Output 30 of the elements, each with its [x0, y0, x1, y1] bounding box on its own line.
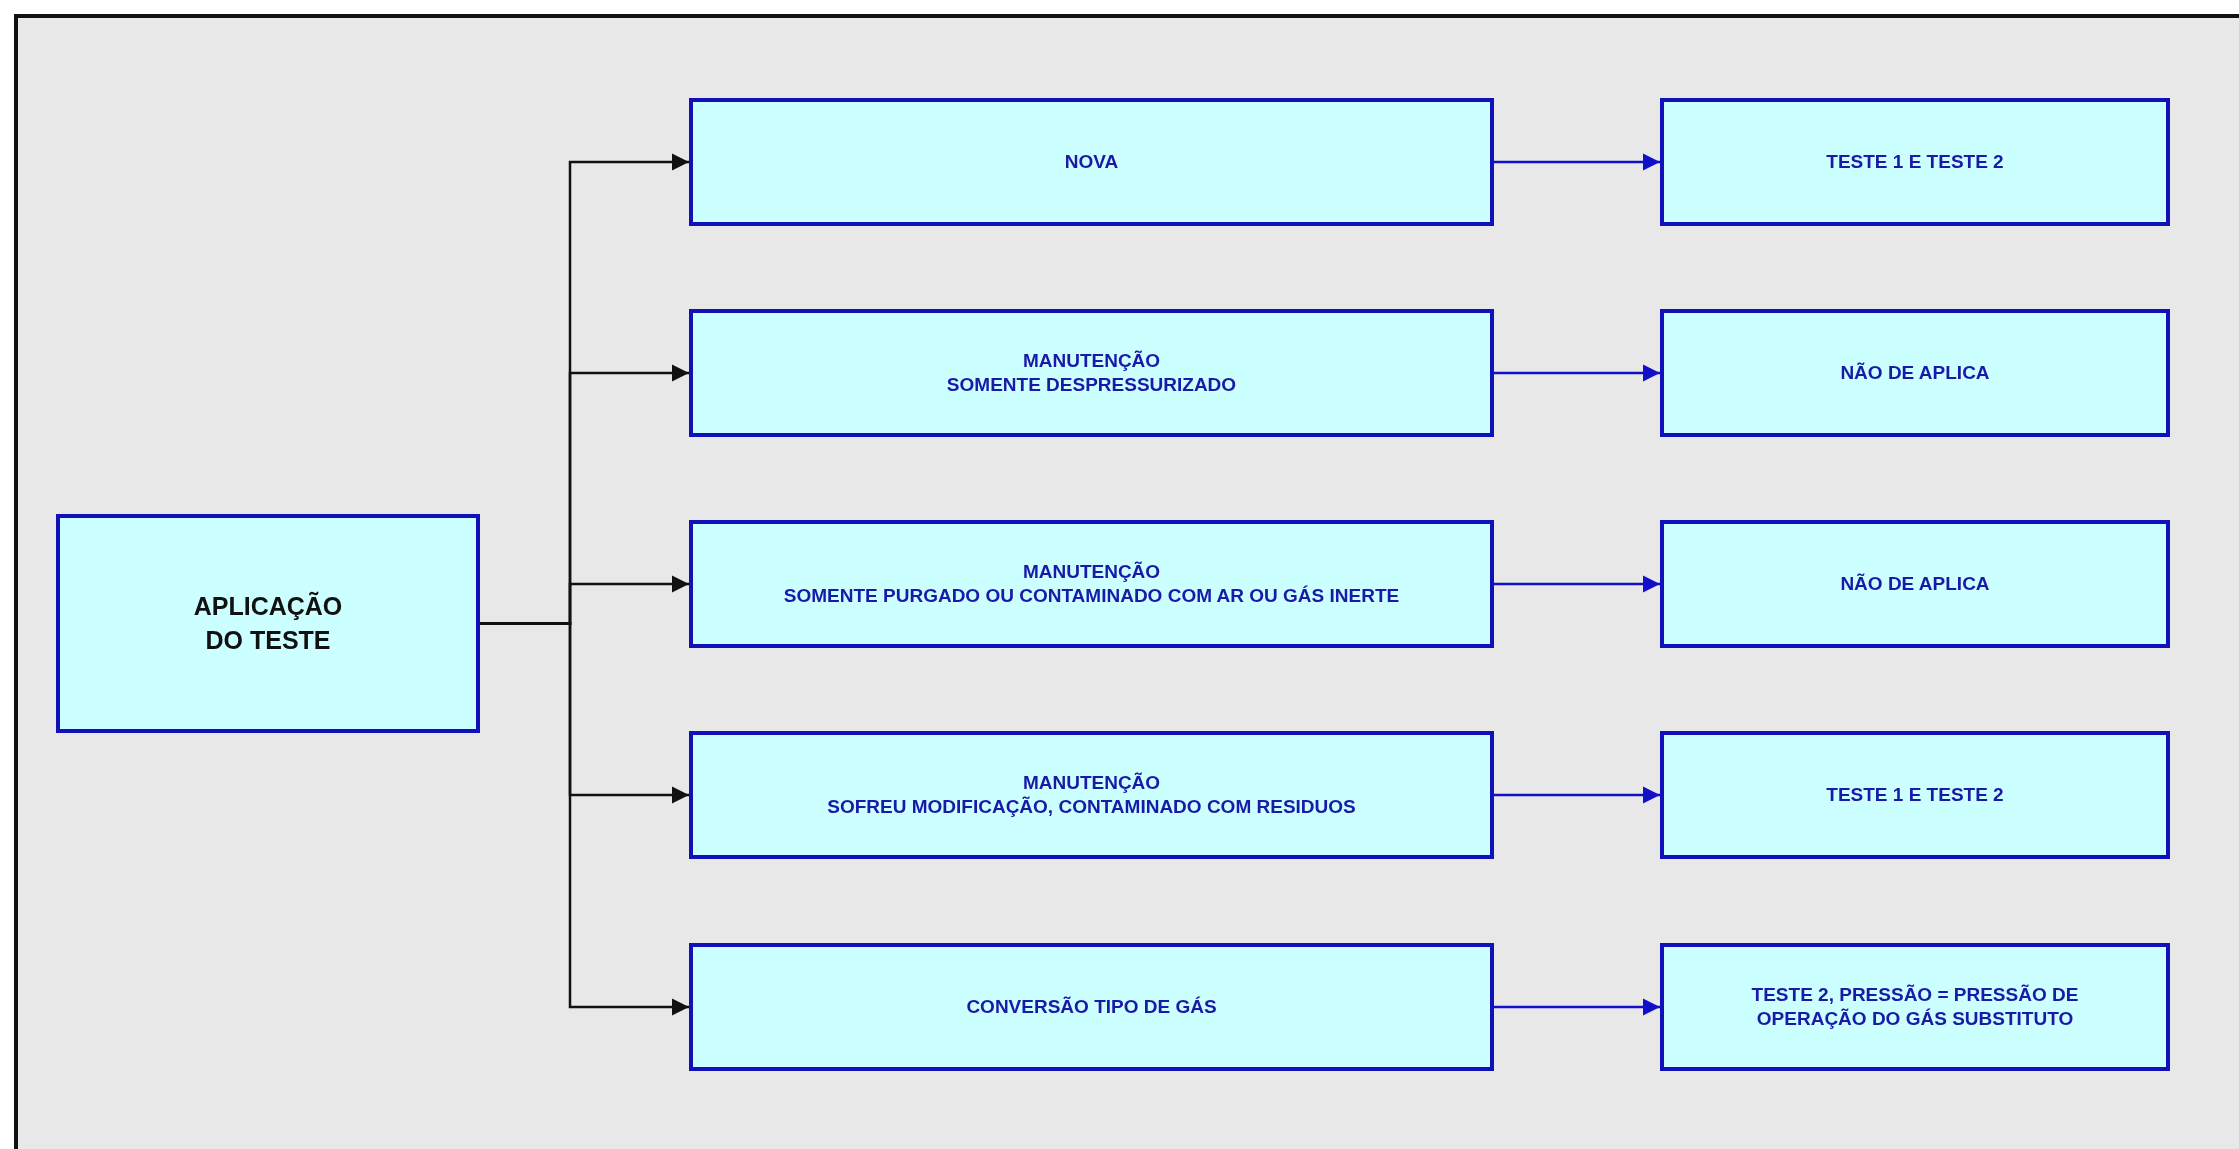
process-box: [1660, 943, 2170, 1071]
box-label: SOMENTE PURGADO OU CONTAMINADO COM AR OU GÁS INERTE: [783, 584, 1400, 608]
process-box: [1660, 520, 2170, 648]
arrow: [1494, 998, 1660, 1016]
process-box: [56, 514, 480, 733]
box-label: TESTE 2, PRESSÃO = PRESSÃO DE OPERAÇÃO DO GÁS SUBSTITUTO: [1750, 983, 2080, 1031]
box-label: NÃO DE APLICA: [1840, 572, 1990, 596]
process-box: [1660, 98, 2170, 226]
process-box: [689, 731, 1494, 859]
box-label: NOVA: [1064, 150, 1119, 174]
box-label: SOFREU MODIFICAÇÃO, CONTAMINADO COM RESIDUOS: [827, 795, 1356, 819]
box-heading: MANUTENÇÃO: [1022, 560, 1161, 584]
arrow: [1494, 364, 1660, 382]
box-label: SOMENTE DESPRESSURIZADO: [946, 373, 1237, 397]
arrow: [1494, 153, 1660, 171]
box-label: TESTE 1 E TESTE 2: [1826, 150, 2004, 174]
box-label: APLICAÇÃO DO TESTE: [193, 590, 343, 656]
process-box: [689, 98, 1494, 226]
process-box: [689, 943, 1494, 1071]
box-label: CONVERSÃO TIPO DE GÁS: [966, 995, 1217, 1019]
box-heading: MANUTENÇÃO: [1022, 349, 1161, 373]
process-box: [689, 309, 1494, 437]
arrow: [1494, 786, 1660, 804]
box-label: NÃO DE APLICA: [1840, 361, 1990, 385]
process-box: [1660, 731, 2170, 859]
process-box: [1660, 309, 2170, 437]
box-label: TESTE 1 E TESTE 2: [1826, 783, 2004, 807]
box-heading: MANUTENÇÃO: [1022, 771, 1161, 795]
arrow: [1494, 575, 1660, 593]
process-box: [689, 520, 1494, 648]
